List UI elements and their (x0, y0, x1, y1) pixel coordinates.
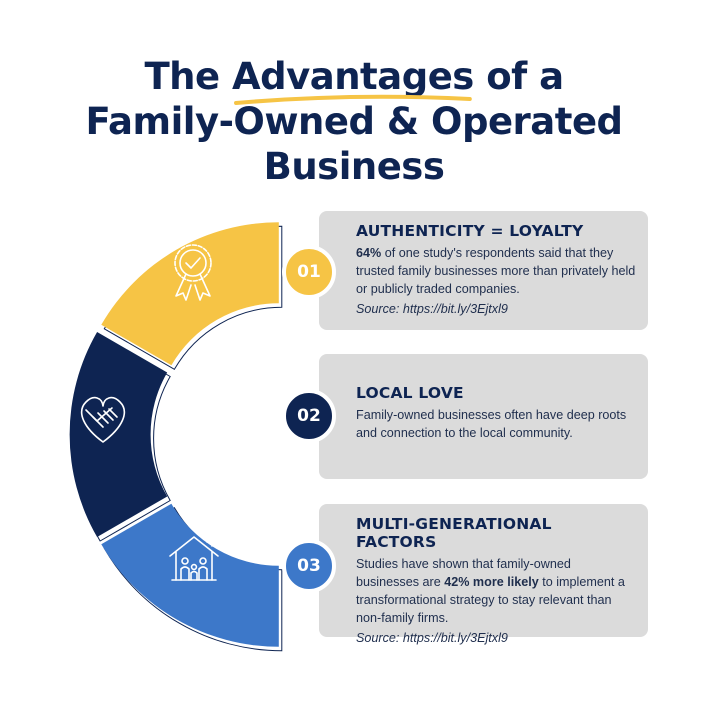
number-badge-03: 03 (282, 539, 336, 593)
card-2-text: Family-owned businesses often have deep … (356, 408, 627, 440)
card-local-love: LOCAL LOVE Family-owned businesses often… (319, 354, 648, 479)
ring-segment-1 (101, 222, 283, 370)
handshake-heart-icon (80, 396, 126, 443)
page-title: The Advantages of a Family-Owned & Opera… (0, 54, 708, 189)
card-2-heading: LOCAL LOVE (356, 384, 464, 402)
highlight-underline (234, 94, 472, 105)
card-3-stat: 42% more likely (444, 575, 539, 589)
title-line-2: Family-Owned & Operated (85, 100, 623, 143)
number-badge-01: 01 (282, 245, 336, 299)
title-prefix: The (144, 55, 232, 98)
card-1-text-body: of one study's respondents said that the… (356, 246, 636, 296)
title-line-1: The Advantages of a (0, 54, 708, 105)
award-ribbon-icon (174, 244, 212, 301)
card-3-text-pre: Studies have shown that family-owned bus… (356, 557, 571, 589)
card-1-text: 64% of one study's respondents said that… (356, 244, 636, 298)
card-multi-generational: MULTI-GENERATIONAL FACTORS Studies have … (319, 504, 648, 645)
card-1-heading: AUTHENTICITY = LOYALTY (356, 222, 584, 240)
title-highlight: Advantages (232, 54, 474, 105)
card-1-stat: 64% (356, 246, 382, 260)
card-3-text: Studies have shown that family-owned bus… (356, 555, 636, 627)
title-suffix: of a (473, 55, 564, 98)
segment-3-body (101, 503, 279, 647)
segment-2-body (69, 332, 168, 537)
card-3-heading: MULTI-GENERATIONAL FACTORS (356, 515, 552, 551)
title-highlight-word: Advantages (232, 55, 474, 98)
segment-1-body (101, 222, 279, 366)
number-badge-02: 02 (282, 389, 336, 443)
ring-segment-2 (69, 332, 171, 542)
card-3-source: Source: https://bit.ly/3Ejtxl9 (356, 631, 508, 645)
card-authenticity: AUTHENTICITY = LOYALTY 64% of one study'… (319, 211, 648, 330)
card-3-text-post: to implement a transformational strategy… (356, 575, 625, 625)
family-home-icon (169, 534, 219, 581)
card-1-source: Source: https://bit.ly/3Ejtxl9 (356, 302, 508, 316)
title-line-3: Business (263, 145, 445, 188)
